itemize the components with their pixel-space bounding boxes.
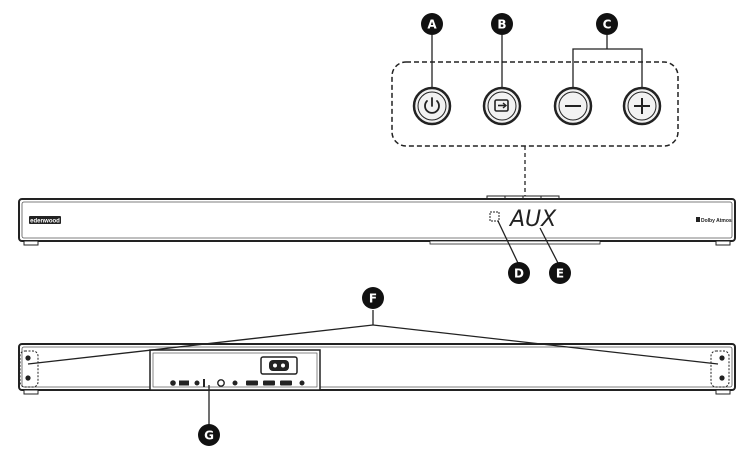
volume-up-button[interactable] bbox=[622, 86, 662, 126]
port-row bbox=[170, 379, 305, 387]
port-coax bbox=[217, 379, 225, 387]
port-misc bbox=[299, 380, 305, 386]
control-panel-outline bbox=[391, 61, 679, 147]
leader-line-e bbox=[539, 227, 559, 264]
wall-mount-left bbox=[19, 350, 39, 388]
volume-plus-icon bbox=[634, 98, 650, 114]
callout-e: E bbox=[549, 262, 571, 284]
leader-line-d bbox=[497, 220, 519, 264]
port-usb bbox=[179, 380, 189, 386]
svg-text:F: F bbox=[369, 292, 377, 306]
callout-a: A bbox=[421, 13, 443, 35]
svg-text:E: E bbox=[556, 267, 564, 281]
led-display: AUX bbox=[508, 207, 557, 232]
svg-text:B: B bbox=[497, 18, 506, 32]
remote-sensor bbox=[489, 211, 500, 222]
brand-logo: edenwood bbox=[29, 216, 61, 224]
leader-line-f-left bbox=[27, 324, 374, 365]
power-icon bbox=[424, 97, 440, 114]
power-button[interactable] bbox=[412, 86, 452, 126]
port-hdmi-in-2 bbox=[280, 380, 292, 386]
wall-mount-right bbox=[710, 350, 730, 388]
callout-f: F bbox=[362, 287, 384, 309]
callout-c: C bbox=[596, 13, 618, 35]
svg-text:Dolby Atmos: Dolby Atmos bbox=[701, 218, 732, 224]
leader-line-c bbox=[572, 48, 643, 88]
leader-line-f-right bbox=[372, 324, 719, 365]
svg-text:D: D bbox=[514, 267, 524, 281]
svg-text:C: C bbox=[603, 18, 612, 32]
soundbar-front-view: edenwood Dolby Atmos AUX bbox=[18, 195, 736, 246]
source-input-icon bbox=[494, 99, 509, 112]
port-optical bbox=[170, 380, 176, 386]
callout-b: B bbox=[491, 13, 513, 35]
power-socket bbox=[260, 356, 298, 375]
svg-text:edenwood: edenwood bbox=[30, 218, 60, 224]
svg-text:A: A bbox=[427, 18, 437, 32]
port-hdmi-arc bbox=[246, 380, 258, 386]
port-sub-out bbox=[232, 380, 238, 386]
source-button[interactable] bbox=[482, 86, 522, 126]
callout-g: G bbox=[198, 424, 220, 446]
svg-text:G: G bbox=[204, 429, 214, 443]
soundbar-rear-view bbox=[18, 343, 736, 395]
dolby-atmos-logo: Dolby Atmos bbox=[696, 217, 732, 224]
connection-panel bbox=[149, 349, 321, 391]
callout-d: D bbox=[508, 262, 530, 284]
port-hdmi-in-1 bbox=[263, 380, 275, 386]
port-aux bbox=[194, 380, 200, 386]
volume-down-button[interactable] bbox=[553, 86, 593, 126]
